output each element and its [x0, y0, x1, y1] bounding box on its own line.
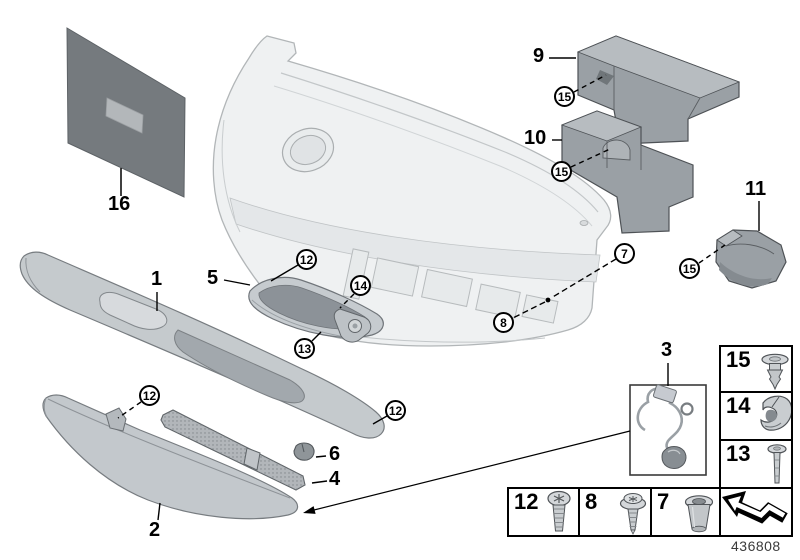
push-rivet-icon [761, 353, 789, 391]
legend-cell-continuation-arrow[interactable] [719, 487, 793, 537]
leader-lines [117, 57, 760, 521]
callout-label-3[interactable]: 3 [661, 339, 673, 361]
legend-cell-13[interactable]: 13 [719, 439, 793, 489]
legend-part-number: 13 [726, 441, 751, 466]
callout-circle-8[interactable]: 8 [493, 312, 514, 333]
threaded-sleeve-icon [684, 495, 714, 533]
callout-circle-12-c[interactable]: 12 [385, 400, 406, 421]
callout-circle-15-c[interactable]: 15 [679, 258, 700, 279]
legend-cell-15[interactable]: 15 [719, 345, 793, 393]
part-9-foam-bracket [576, 35, 741, 145]
callout-label-6[interactable]: 6 [329, 443, 341, 465]
legend-part-number: 7 [657, 489, 670, 514]
part-10-foam-bracket [560, 110, 694, 234]
callout-circle-13[interactable]: 13 [294, 338, 315, 359]
figure-number: 436808 [731, 538, 781, 554]
callout-label-11[interactable]: 11 [745, 178, 767, 200]
callout-circle-7[interactable]: 7 [614, 243, 635, 264]
callout-circle-12-a[interactable]: 12 [296, 249, 317, 270]
callout-label-10[interactable]: 10 [524, 127, 547, 149]
washer-head-screw-icon [619, 493, 647, 535]
legend-part-number: 15 [726, 347, 751, 372]
part-4-insert-strip [160, 409, 306, 491]
callout-circle-15-a[interactable]: 15 [554, 86, 575, 107]
door-panel-illustration [212, 35, 612, 347]
callout-label-1[interactable]: 1 [151, 268, 163, 290]
part-5-pull-handle-trim [248, 276, 384, 343]
legend-part-number: 8 [585, 489, 598, 514]
torx-pan-screw-icon [547, 490, 571, 532]
part-16-insulation-pad [66, 27, 186, 198]
callout-circle-12-b[interactable]: 12 [139, 385, 160, 406]
callout-label-9[interactable]: 9 [533, 45, 545, 67]
part-3-kit-box [629, 384, 707, 476]
callout-circle-14[interactable]: 14 [350, 275, 371, 296]
legend-cell-12[interactable]: 12 [507, 487, 580, 537]
part-11-foam-bracket [715, 229, 787, 289]
callout-label-2[interactable]: 2 [149, 519, 161, 541]
callout-circle-15-b[interactable]: 15 [551, 161, 572, 182]
legend-cell-14[interactable]: 14 [719, 391, 793, 441]
part-6-clip [293, 442, 315, 461]
spring-clip-icon [760, 395, 793, 431]
legend-cell-8[interactable]: 8 [578, 487, 652, 537]
part-2-door-pocket-trim [42, 394, 299, 520]
callout-label-5[interactable]: 5 [207, 267, 219, 289]
hooked-arrow-icon [722, 491, 788, 524]
callout-label-4[interactable]: 4 [329, 468, 341, 490]
legend-part-number: 14 [726, 393, 751, 418]
legend-cell-7[interactable]: 7 [650, 487, 721, 537]
legend-part-number: 12 [514, 489, 539, 514]
long-screw-icon [767, 444, 787, 484]
part-1-armrest-trim [19, 251, 385, 439]
callout-label-16[interactable]: 16 [108, 193, 131, 215]
